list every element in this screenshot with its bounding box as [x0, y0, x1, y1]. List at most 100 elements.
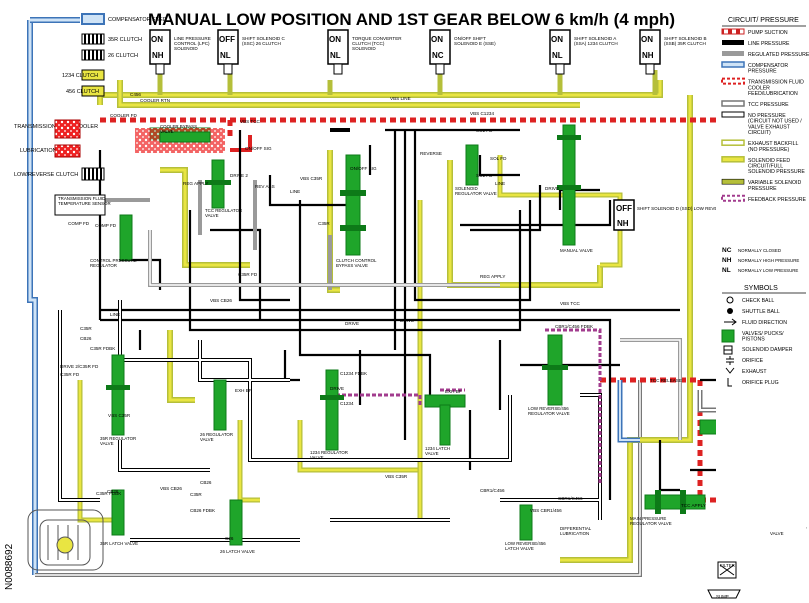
- legend-item-line: LINE PRESSURE: [722, 40, 790, 47]
- line-label: VBS C1234: [470, 111, 494, 116]
- line-label: C35R: [80, 326, 92, 331]
- clutch-35r-label: 35R CLUTCH: [108, 37, 142, 43]
- lubrication-label: LUBRICATION: [20, 148, 57, 154]
- valve-icon: [721, 329, 735, 343]
- legend-item-suction: PUMP SUCTION: [721, 28, 788, 36]
- legend-symbol: ORIFICE PLUG: [727, 378, 779, 387]
- line-label: ON/OFF SIG: [245, 146, 272, 151]
- line-label: DRIVE: [330, 386, 344, 391]
- legend-item-regulated: REGULATED PRESSURE: [722, 51, 809, 58]
- line-label: VBS TCC: [560, 301, 581, 306]
- legend-item-backfill: EXHAUST BACKFILL(NO PRESSURE): [721, 139, 798, 153]
- valve-label: 35R LATCH VALVE: [100, 541, 138, 546]
- legend-symbol: ORIFICE: [726, 356, 764, 365]
- valve-label: MANUAL VALVE: [560, 248, 593, 253]
- line-label: VBS C35R: [385, 474, 408, 479]
- symbols-heading: SYMBOLS: [744, 285, 778, 292]
- line-label: DRIVE: [400, 318, 414, 323]
- line-label: C456: [130, 92, 141, 97]
- solenoid-type: NH: [642, 51, 654, 60]
- solenoid-caption: SHIFT SOLENOID B(SSB) 35R CLUTCH: [664, 36, 707, 46]
- legend-symbol-label: ORIFICE PLUG: [742, 380, 779, 386]
- torque-converter-icon: [27, 509, 104, 571]
- line-label: COMP FD: [95, 223, 117, 228]
- line-label: LINE: [495, 181, 505, 186]
- legend-symbol-label: SHUTTLE BALL: [742, 309, 780, 315]
- legend-item-feedback: FEEDBACK PRESSURE: [721, 194, 806, 203]
- line-label: C35R FDBK: [96, 491, 122, 496]
- line-label: REG APPLY: [183, 181, 208, 186]
- clutch-26-label: 26 CLUTCH: [108, 53, 138, 59]
- legend-item-label: REGULATED PRESSURE: [748, 52, 809, 58]
- low-reverse-clutch-label: LOW/REVERSE CLUTCH: [14, 172, 78, 178]
- solenoid-type: NL: [220, 51, 231, 60]
- line-label: REG APPLY: [480, 274, 505, 279]
- legend-item-label: PUMP SUCTION: [748, 30, 788, 36]
- orifice-plug-icon: [727, 378, 732, 387]
- line-label: CBR1/C456: [480, 488, 505, 493]
- valve-label: 26 LATCH VALVE: [220, 549, 255, 554]
- line-label: LINE: [110, 312, 120, 317]
- line-label: COMP FD: [68, 221, 90, 226]
- solenoid-state: ON: [431, 35, 443, 44]
- line-label: TCC RELEASE: [650, 378, 682, 383]
- abbr-text: NORMALLY HIGH PRESSURE: [738, 258, 799, 263]
- line-label: C35R: [318, 221, 330, 226]
- legend-item-label: FEEDBACK PRESSURE: [748, 197, 806, 203]
- solenoid-caption: SHIFT SOLENOID C(SSC) 26 CLUTCH: [242, 36, 285, 46]
- line-label: CBR1/C456 FDBK: [555, 324, 594, 329]
- abbr-code: NH: [722, 257, 732, 264]
- solenoid-type: NL: [330, 51, 341, 60]
- line-label: CB26: [200, 480, 212, 485]
- line-label: EXH BF: [445, 389, 462, 394]
- line-label: SOL FD: [476, 173, 493, 178]
- solenoid-state: ON: [329, 35, 341, 44]
- clutch-1234-label: 1234 CLUTCH: [62, 73, 98, 79]
- line-label: VBS TCC: [240, 119, 261, 124]
- legend-item-tcc: TCC PRESSURE: [721, 100, 789, 108]
- line-label: C1234: [340, 401, 354, 406]
- abbr-text: NORMALLY LOW PRESSURE: [738, 268, 798, 273]
- line-label: REVERSE: [420, 151, 442, 156]
- abbr-code: NC: [722, 247, 732, 254]
- valve-label: FILTER: [720, 563, 735, 568]
- solenoid-d-state: OFF: [616, 204, 632, 213]
- clutch-legend: COMPENSATOR FEED 35R CLUTCH 26 CLUTCH 12…: [14, 13, 167, 181]
- line-label: VBS C35R: [300, 176, 323, 181]
- legend-symbol-label: EXHAUST: [742, 369, 767, 375]
- line-label: EXH BF: [235, 388, 252, 393]
- legend-symbol: SOLENOID DAMPER: [723, 345, 793, 355]
- legend-item-label: NO PRESSURE(CIRCUIT NOT USED /VALVE EXHA…: [748, 113, 802, 136]
- line-label: SOL FD: [476, 128, 493, 133]
- line-label: VBS CB26: [210, 298, 232, 303]
- line-label: VBS C35R: [108, 413, 131, 418]
- line-label: VBS CB26: [160, 486, 182, 491]
- orifice-icon: [726, 356, 734, 365]
- line-label: C35R: [190, 492, 202, 497]
- line-label: LINE: [290, 189, 300, 194]
- line-label: VBS CBR1/456: [530, 508, 562, 513]
